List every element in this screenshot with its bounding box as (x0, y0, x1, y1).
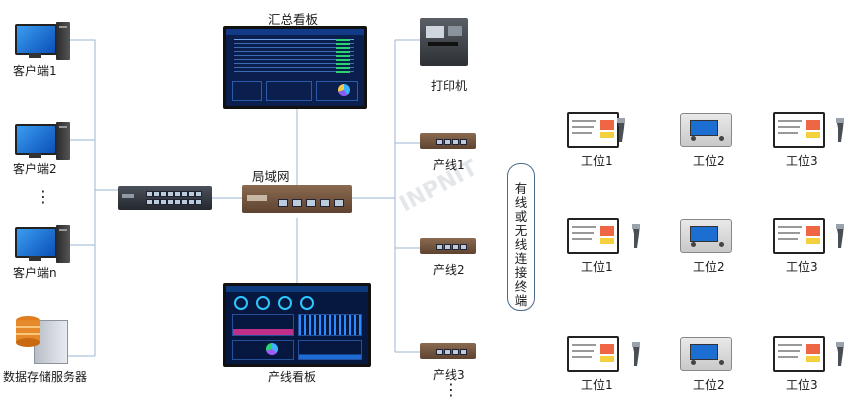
line-switch-icon (420, 133, 476, 149)
barcode-scanner-icon (617, 118, 625, 142)
station-terminal-icon (567, 112, 619, 148)
client-label: 客户端2 (13, 162, 57, 176)
station-terminal-icon (773, 218, 825, 254)
station-label: 工位2 (693, 260, 725, 274)
wireless-char: 端 (514, 293, 528, 308)
test-instrument-icon (680, 337, 732, 371)
database-server-icon (12, 312, 68, 364)
station-label: 工位3 (786, 260, 818, 274)
line-label: 产线3 (433, 368, 465, 382)
summary-dashboard-screen (223, 26, 367, 109)
line-label: 产线2 (433, 263, 465, 277)
line-ellipsis: ⋮ (443, 380, 459, 399)
wireless-char: 或 (514, 209, 528, 224)
line-board-label: 产线看板 (268, 370, 317, 384)
station-label: 工位1 (581, 154, 613, 168)
summary-board-label: 汇总看板 (268, 12, 319, 27)
server-label: 数据存储服务器 (3, 370, 88, 384)
wireless-char: 有 (514, 181, 528, 196)
station-terminal-icon (773, 336, 825, 372)
station-label: 工位3 (786, 378, 818, 392)
station-label: 工位1 (581, 260, 613, 274)
printer-label: 打印机 (431, 79, 468, 93)
router-icon (242, 185, 352, 213)
network-switch-icon (118, 186, 212, 210)
station-label: 工位1 (581, 378, 613, 392)
lan-label: 局域网 (252, 169, 290, 184)
client-label: 客户端1 (13, 64, 57, 78)
wireless-char: 接 (514, 265, 528, 280)
client-ellipsis: ⋮ (35, 187, 51, 206)
station-terminal-icon (773, 112, 825, 148)
client-computer-icon (15, 122, 71, 162)
wireless-char: 终 (514, 279, 528, 294)
test-instrument-icon (680, 219, 732, 253)
station-label: 工位2 (693, 378, 725, 392)
station-terminal-icon (567, 218, 619, 254)
wireless-char: 线 (514, 195, 528, 210)
wired-or-wireless-connection-badge: 有 线 或 无 线 连 接 终 端 (507, 163, 535, 311)
station-label: 工位3 (786, 154, 818, 168)
barcode-scanner-icon (836, 342, 844, 366)
client-computer-icon (15, 225, 71, 265)
production-line-dashboard-screen (223, 283, 371, 367)
wireless-char: 连 (514, 251, 528, 266)
wireless-char: 无 (514, 223, 528, 238)
station-label: 工位2 (693, 154, 725, 168)
barcode-scanner-icon (836, 224, 844, 248)
line-switch-icon (420, 343, 476, 359)
test-instrument-icon (680, 113, 732, 147)
station-terminal-icon (567, 336, 619, 372)
wireless-char: 线 (514, 237, 528, 252)
printer-icon (420, 18, 468, 66)
barcode-scanner-icon (632, 224, 640, 248)
client-computer-icon (15, 22, 71, 62)
barcode-scanner-icon (632, 342, 640, 366)
line-switch-icon (420, 238, 476, 254)
client-label: 客户端n (13, 266, 57, 280)
line-label: 产线1 (433, 158, 465, 172)
barcode-scanner-icon (836, 118, 844, 142)
